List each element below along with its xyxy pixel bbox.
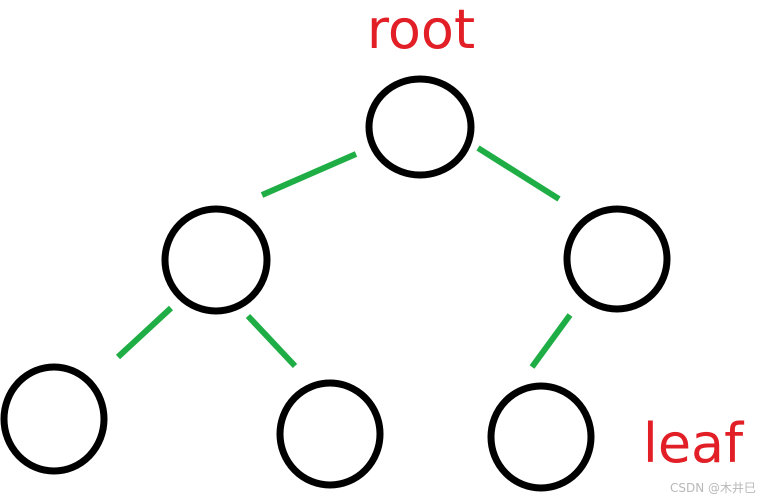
- node-left-left: [0, 363, 108, 475]
- node-right: [563, 205, 671, 313]
- edge-root-right: [476, 145, 561, 202]
- edge-left-leftright: [245, 313, 298, 369]
- edge-root-left: [260, 151, 358, 198]
- node-right-left: [487, 382, 595, 492]
- edge-right-rightleft: [529, 313, 573, 369]
- watermark: CSDN @木井巳: [670, 481, 756, 495]
- edge-left-leftleft: [115, 305, 174, 360]
- node-left-right: [276, 379, 384, 489]
- root-label: root: [367, 0, 475, 61]
- node-root: [365, 75, 475, 179]
- leaf-label: leaf: [643, 412, 745, 475]
- node-left: [161, 205, 271, 315]
